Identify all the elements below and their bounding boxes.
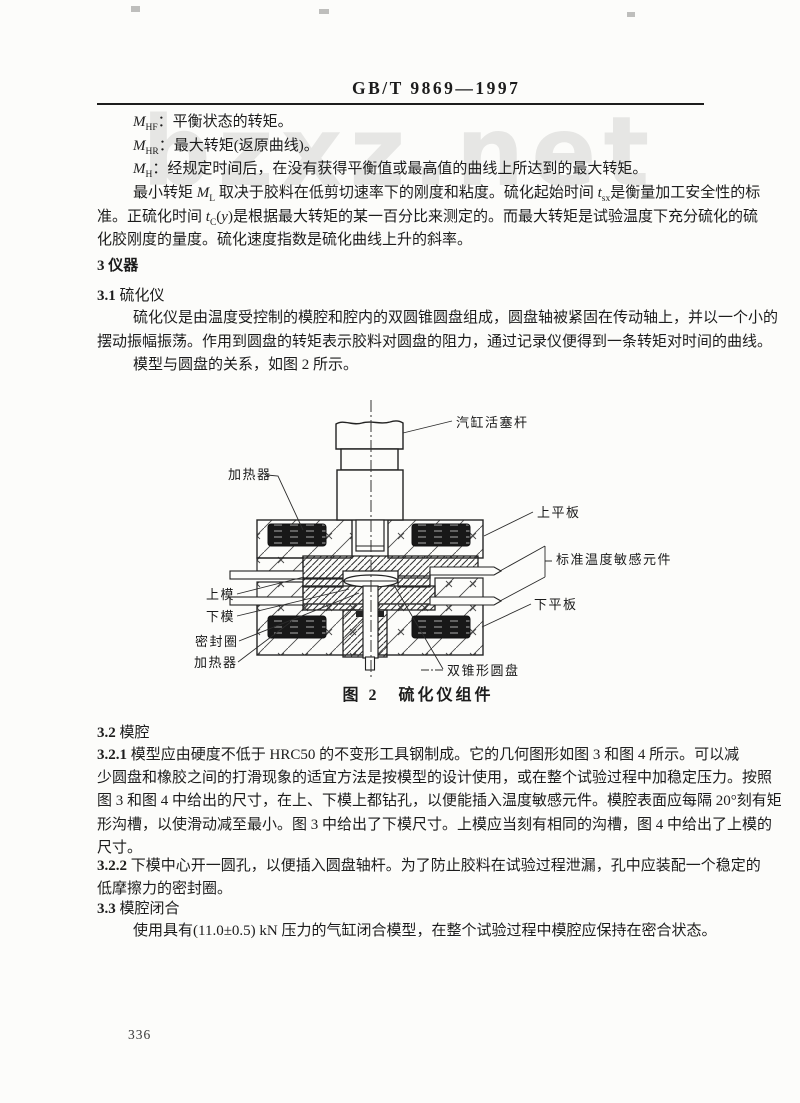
- label-heater-top: 加热器: [228, 467, 272, 482]
- sensor-plate-strips: [229, 566, 503, 606]
- clause-line: 少圆盘和橡胶之间的打滑现象的适宜方法是按模型的设计使用，或在整个试验过程中加稳定…: [97, 770, 773, 787]
- clause-line: 形沟槽，以使滑动减至最小。图 3 中给出了下模尺寸。上模应当刻有相同的沟槽，图 …: [97, 816, 773, 833]
- section-3-1-paragraph: 硫化仪是由温度受控制的模腔和腔内的双圆锥圆盘组成，圆盘轴被紧固在传动轴上，并以一…: [97, 307, 779, 378]
- clause-3-2-1: 3.2.1 模型应由硬度不低于 HRC50 的不变形工具钢制成。它的几何图形如图…: [97, 744, 782, 860]
- paragraph-line: 模型与圆盘的关系，如图 2 所示。: [133, 357, 359, 374]
- section-3-1-heading: 3.1 硫化仪: [97, 288, 165, 304]
- clause-line: 使用具有(11.0±0.5) kN 压力的气缸闭合模型，在整个试验过程中模腔应保…: [133, 923, 717, 939]
- clause-line: 3.2.1 模型应由硬度不低于 HRC50 的不变形工具钢制成。它的几何图形如图…: [97, 747, 740, 763]
- clause-line: 图 3 和图 4 中给出的尺寸，在上、下模上都钻孔，以便能插入温度敏感元件。模腔…: [97, 793, 782, 810]
- label-upper-platen: 上平板: [537, 505, 581, 520]
- page-number: 336: [128, 1027, 152, 1042]
- paragraph-line: 硫化仪是由温度受控制的模腔和腔内的双圆锥圆盘组成，圆盘轴被紧固在传动轴上，并以一…: [133, 310, 779, 326]
- section-3-heading: 3 仪器: [97, 258, 139, 274]
- scan-artifact: [627, 12, 635, 17]
- definition-line: MHR：最大转矩(返原曲线)。: [133, 137, 319, 157]
- scan-artifact: [131, 6, 140, 12]
- clause-line: 3.2.2 下模中心开一圆孔，以便插入圆盘轴杆。为了防止胶料在试验过程泄漏，孔中…: [97, 858, 761, 874]
- definition-line: MHF：平衡状态的转矩。: [133, 114, 293, 133]
- label-temp-sensor: 标准温度敏感元件: [556, 552, 672, 567]
- leader-lines: [236, 420, 552, 671]
- figure-2-caption: 图 2 硫化仪组件: [342, 687, 494, 704]
- definition-line: 准。正硫化时间 tC(y)是根据最大转矩的某一百分比来测定的。而最大转矩是试验温…: [97, 208, 758, 228]
- label-heater-bottom: 加热器: [194, 655, 238, 670]
- label-upper-die: 上模: [206, 587, 235, 602]
- figure-2-diagram: 汽缸活塞杆 加热器 上平板 标准温度敏感元件 上模 下模 下平板 密封圈 加热器…: [194, 400, 672, 680]
- section-3-3-heading: 3.3 模腔闭合: [97, 901, 180, 917]
- clause-3-3-paragraph: 使用具有(11.0±0.5) kN 压力的气缸闭合模型，在整个试验过程中模腔应保…: [97, 920, 742, 944]
- heater-blocks: [267, 523, 471, 639]
- label-piston-rod: 汽缸活塞杆: [456, 415, 529, 430]
- definition-line: 最小转矩 ML 取决于胶料在低剪切速率下的刚度和粘度。硫化起始时间 tsx是衡量…: [133, 185, 761, 205]
- seal-ring-shape: [356, 611, 363, 617]
- label-lower-platen: 下平板: [534, 597, 578, 612]
- label-biconical-disc: 双锥形圆盘: [447, 663, 520, 678]
- seal-ring-shape: [377, 611, 384, 617]
- definition-line: MH：经规定时间后，在没有获得平衡值或最高值的曲线上所达到的最大转矩。: [133, 161, 648, 181]
- clause-line: 低摩擦力的密封圈。: [97, 880, 233, 897]
- clause-3-2-2: 3.2.2 下模中心开一圆孔，以便插入圆盘轴杆。为了防止胶料在试验过程泄漏，孔中…: [97, 855, 761, 900]
- torque-definitions: MHF：平衡状态的转矩。 MHR：最大转矩(返原曲线)。 MH：经规定时间后，在…: [97, 111, 761, 253]
- standard-number-header: GB/T 9869—1997: [352, 78, 521, 98]
- clause-line: 尺寸。: [97, 839, 143, 856]
- paragraph-line: 摆动振幅振荡。作用到圆盘的转矩表示胶料对圆盘的阻力，通过记录仪便得到一条转矩对时…: [97, 333, 773, 350]
- piston-rod-shape: [335, 420, 404, 552]
- label-lower-die: 下模: [206, 609, 235, 624]
- label-seal-ring: 密封圈: [195, 634, 239, 649]
- header-rule: [97, 103, 704, 105]
- definition-line: 化胶刚度的量度。硫化速度指数是硫化曲线上升的斜率。: [97, 232, 473, 249]
- section-3-2-heading: 3.2 模腔: [97, 725, 150, 741]
- scan-artifact: [319, 9, 329, 14]
